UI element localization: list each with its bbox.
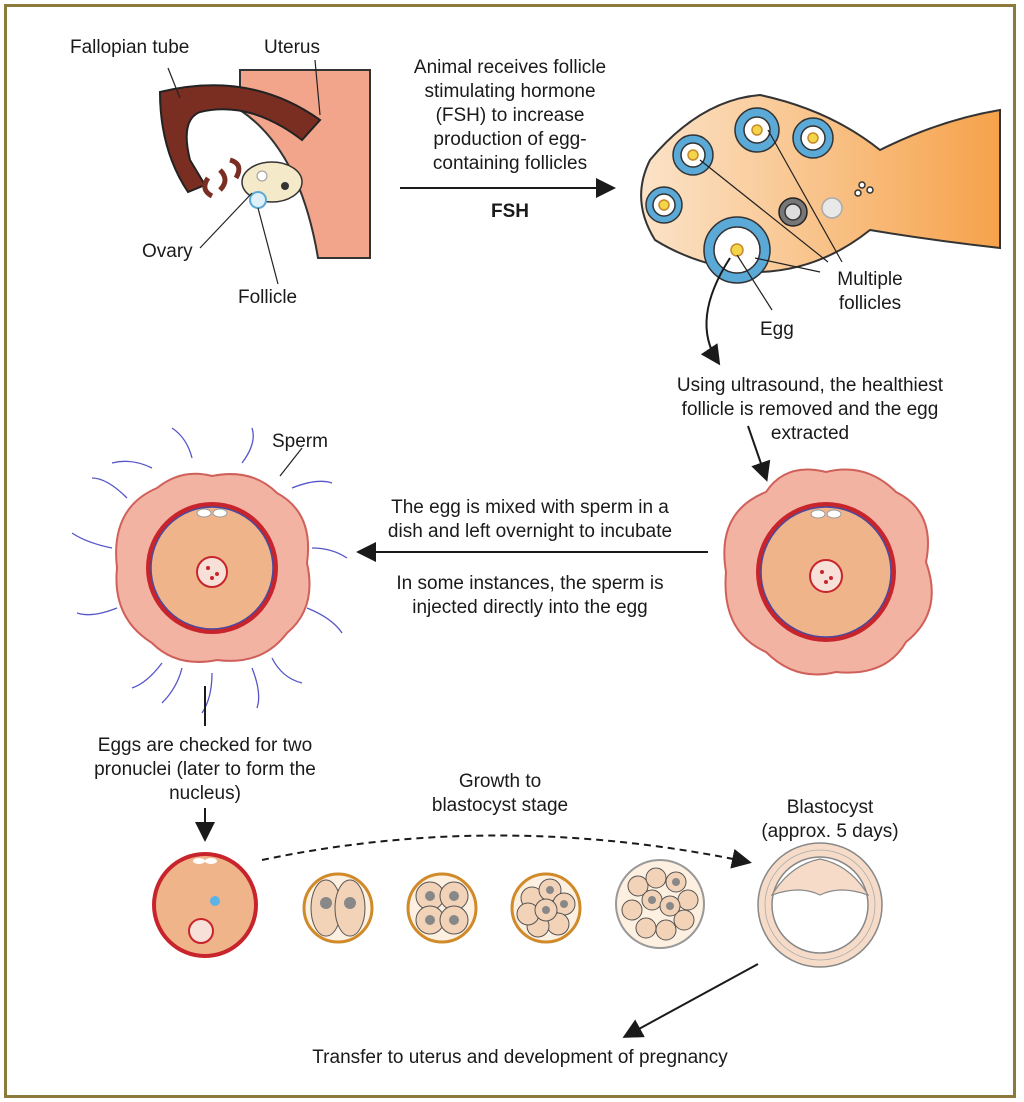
- follicle-label: Follicle: [238, 286, 297, 310]
- transfer-arrow: [626, 964, 758, 1036]
- inject-description: In some instances, the sperm is injected…: [360, 572, 700, 620]
- inject-line-2: injected directly into the egg: [360, 596, 700, 620]
- check-line-1: Eggs are checked for two: [60, 734, 350, 758]
- multiple-follicles-line-1: Multiple: [820, 268, 920, 292]
- growth-line-2: blastocyst stage: [400, 794, 600, 818]
- check-line-2: pronuclei (later to form the: [60, 758, 350, 782]
- zygote: [152, 852, 258, 958]
- fsh-line-4: production of egg-: [380, 128, 640, 152]
- embryo-morula: [616, 860, 704, 948]
- egg-with-sperm: [72, 428, 347, 713]
- sperm-label: Sperm: [272, 430, 328, 454]
- extracted-egg: [724, 470, 931, 675]
- embryo-4-cell: [408, 874, 476, 942]
- extraction-line-1: Using ultrasound, the healthiest: [640, 374, 980, 398]
- blastocyst-label: Blastocyst (approx. 5 days): [740, 796, 920, 844]
- blastocyst-line-1: Blastocyst: [740, 796, 920, 820]
- multiple-follicles-label: Multiple follicles: [820, 268, 920, 316]
- growth-description: Growth to blastocyst stage: [400, 770, 600, 818]
- extraction-line-2: follicle is removed and the egg: [640, 398, 980, 422]
- inject-line-1: In some instances, the sperm is: [360, 572, 700, 596]
- follicle-shape: [250, 192, 266, 208]
- ovary-label: Ovary: [142, 240, 193, 264]
- check-line-3: nucleus): [60, 782, 350, 806]
- multiple-follicles-line-2: follicles: [820, 292, 920, 316]
- fsh-line-3: (FSH) to increase: [380, 104, 640, 128]
- growth-line-1: Growth to: [400, 770, 600, 794]
- uterus-label: Uterus: [264, 36, 320, 60]
- extraction-description: Using ultrasound, the healthiest follicl…: [640, 374, 980, 446]
- fsh-arrow-label: FSH: [470, 200, 550, 224]
- extraction-line-3: extracted: [640, 422, 980, 446]
- mix-line-2: dish and left overnight to incubate: [360, 520, 700, 544]
- mix-line-1: The egg is mixed with sperm in a: [360, 496, 700, 520]
- mix-description: The egg is mixed with sperm in a dish an…: [360, 496, 700, 544]
- egg-label: Egg: [760, 318, 794, 342]
- embryo-2-cell: [304, 874, 372, 942]
- fsh-line-2: stimulating hormone: [380, 80, 640, 104]
- fsh-line-1: Animal receives follicle: [380, 56, 640, 80]
- blastocyst: [758, 843, 882, 967]
- stimulated-ovary: [641, 95, 1000, 362]
- pronuclei-check-description: Eggs are checked for two pronuclei (late…: [60, 734, 350, 806]
- transfer-description: Transfer to uterus and development of pr…: [240, 1046, 800, 1070]
- fsh-description: Animal receives follicle stimulating hor…: [380, 56, 640, 176]
- fallopian-tube-label: Fallopian tube: [70, 36, 189, 60]
- fsh-line-5: containing follicles: [380, 152, 640, 176]
- blastocyst-line-2: (approx. 5 days): [740, 820, 920, 844]
- embryo-8-cell: [512, 874, 580, 942]
- growth-arrow: [262, 835, 748, 862]
